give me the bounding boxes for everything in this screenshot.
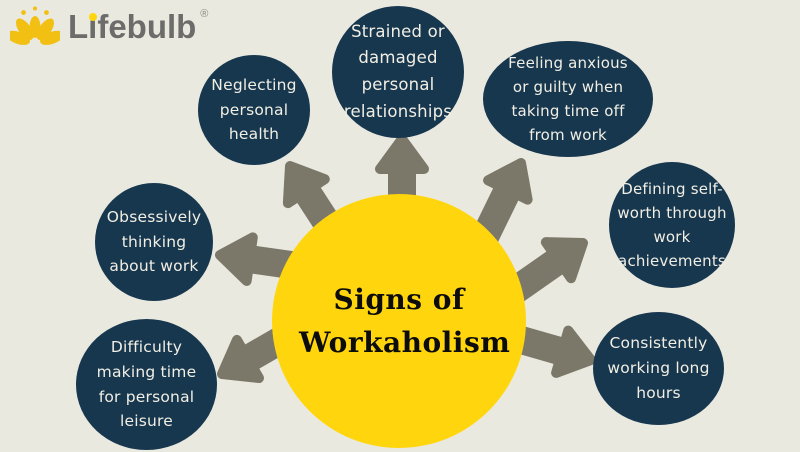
sign-label: Neglecting personal health (211, 75, 297, 144)
sign-label: Defining self-worth through work achieve… (617, 180, 727, 270)
sign-label: Difficulty making time for personal leis… (96, 337, 197, 431)
sign-circle-anxious-guilty: Feeling anxious or guilty when taking ti… (483, 41, 653, 157)
sign-circle-thinking-about-work: Obsessively thinking about work (95, 183, 213, 301)
sign-circle-long-hours: Consistently working long hours (593, 312, 724, 425)
sign-circle-personal-leisure: Difficulty making time for personal leis… (76, 319, 217, 450)
sign-circle-neglecting-health: Neglecting personal health (198, 55, 310, 165)
registered-trademark: ® (200, 7, 209, 20)
lightbulb-dot-icon (89, 12, 97, 21)
brand-text: Lifebulb (68, 7, 197, 45)
lifebulb-logo: Lifebulb ® (10, 6, 208, 46)
sign-label: Consistently working long hours (607, 334, 710, 402)
lifebulb-flower-icon (10, 6, 60, 45)
sign-label: Obsessively thinking about work (106, 207, 202, 276)
sign-label: Feeling anxious or guilty when taking ti… (508, 54, 628, 144)
sign-label: Strained or damaged personal relationshi… (343, 21, 453, 121)
sign-circle-self-worth: Defining self-worth through work achieve… (609, 162, 735, 288)
center-circle: Signs of Workaholism (272, 194, 526, 448)
diagram-title: Signs of Workaholism (299, 282, 511, 359)
brand-wordmark: Lifebulb ® (68, 7, 208, 45)
sign-circle-strained-relationships: Strained or damaged personal relationshi… (332, 6, 464, 138)
